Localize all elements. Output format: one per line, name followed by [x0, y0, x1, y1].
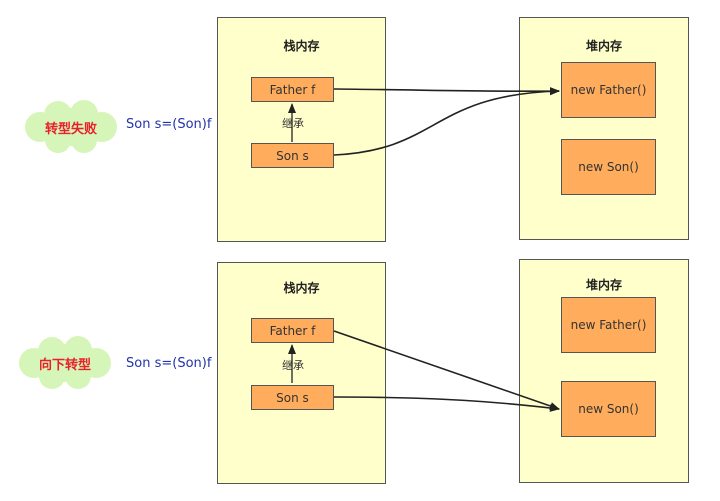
inherit-label-1: 继承: [281, 115, 305, 131]
stack-memory-title-1: 栈内存: [283, 39, 320, 53]
son-ref-pointer-2: [333, 396, 560, 412]
cast-code-1: Son s=(Son)f: [126, 117, 212, 132]
stack-memory-panel-2: 栈内存: [217, 262, 386, 484]
cast-code-2: Son s=(Son)f: [126, 356, 212, 371]
heap-father-object-2: new Father(): [561, 297, 656, 353]
heap-son-object-1: new Son(): [561, 139, 656, 195]
inherit-label-2: 继承: [281, 357, 305, 373]
heap-son-object-2: new Son(): [561, 381, 656, 437]
son-ref-box-2: Son s: [251, 385, 334, 410]
stack-memory-title-2: 栈内存: [283, 281, 320, 295]
father-ref-pointer-1: [333, 87, 560, 96]
father-ref-pointer-2: [333, 330, 560, 410]
son-ref-box-1: Son s: [251, 143, 334, 168]
heap-memory-panel-1: 堆内存: [519, 17, 689, 240]
father-ref-box-1: Father f: [251, 77, 334, 102]
cloud-shape: [19, 336, 111, 389]
cloud-badge-2: 向下转型: [14, 336, 116, 390]
heap-father-object-1: new Father(): [561, 62, 656, 118]
father-ref-box-2: Father f: [251, 318, 334, 343]
cloud-shape: [25, 100, 117, 153]
cloud-badge-1: 转型失败: [20, 100, 122, 154]
heap-memory-title-2: 堆内存: [585, 278, 622, 292]
heap-memory-panel-2: 堆内存: [519, 259, 689, 483]
downcast-label: 向下转型: [38, 358, 91, 373]
son-ref-pointer-1: [333, 87, 560, 156]
heap-memory-title-1: 堆内存: [585, 39, 622, 53]
cast-failed-label: 转型失败: [44, 122, 97, 137]
